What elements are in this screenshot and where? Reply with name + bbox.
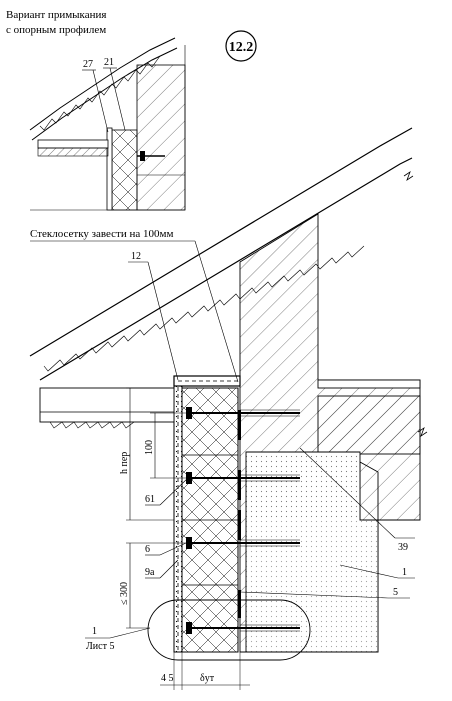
sheet-badge-label: 12.2 bbox=[229, 40, 254, 55]
callout-12: 12 bbox=[131, 251, 141, 262]
sheet-ref-text: Лист 5 bbox=[86, 641, 114, 652]
dim-delta-ut: δут bbox=[200, 673, 215, 684]
dim-100: 100 bbox=[144, 440, 155, 455]
inset-callout-27: 27 bbox=[83, 59, 93, 70]
dowel-row bbox=[186, 407, 300, 634]
callout-1-wall: 1 bbox=[402, 567, 407, 578]
variant-title-line2: с опорным профилем bbox=[6, 24, 106, 36]
inset-detail: 27 21 bbox=[29, 37, 186, 211]
callout-61: 61 bbox=[145, 494, 155, 505]
inset-callout-21: 21 bbox=[104, 57, 114, 68]
sheet-badge: 12.2 bbox=[225, 30, 257, 62]
variant-title-line1: Вариант примыкания bbox=[6, 9, 106, 21]
callout-39: 39 bbox=[398, 542, 408, 553]
callout-9a: 9а bbox=[145, 567, 155, 578]
mesh-note: Стеклосетку завести на 100мм bbox=[30, 228, 173, 240]
dim-4-5: 4 5 bbox=[161, 673, 174, 684]
callout-5: 5 bbox=[393, 587, 398, 598]
dim-le-300: ≤ 300 bbox=[119, 582, 130, 605]
dim-h-per: h пер bbox=[119, 452, 130, 474]
callout-6: 6 bbox=[145, 544, 150, 555]
main-section: h пер 100 ≤ 300 4 5 δут Стеклосетку заве… bbox=[29, 127, 428, 690]
sheet-ref-number: 1 bbox=[92, 626, 97, 637]
